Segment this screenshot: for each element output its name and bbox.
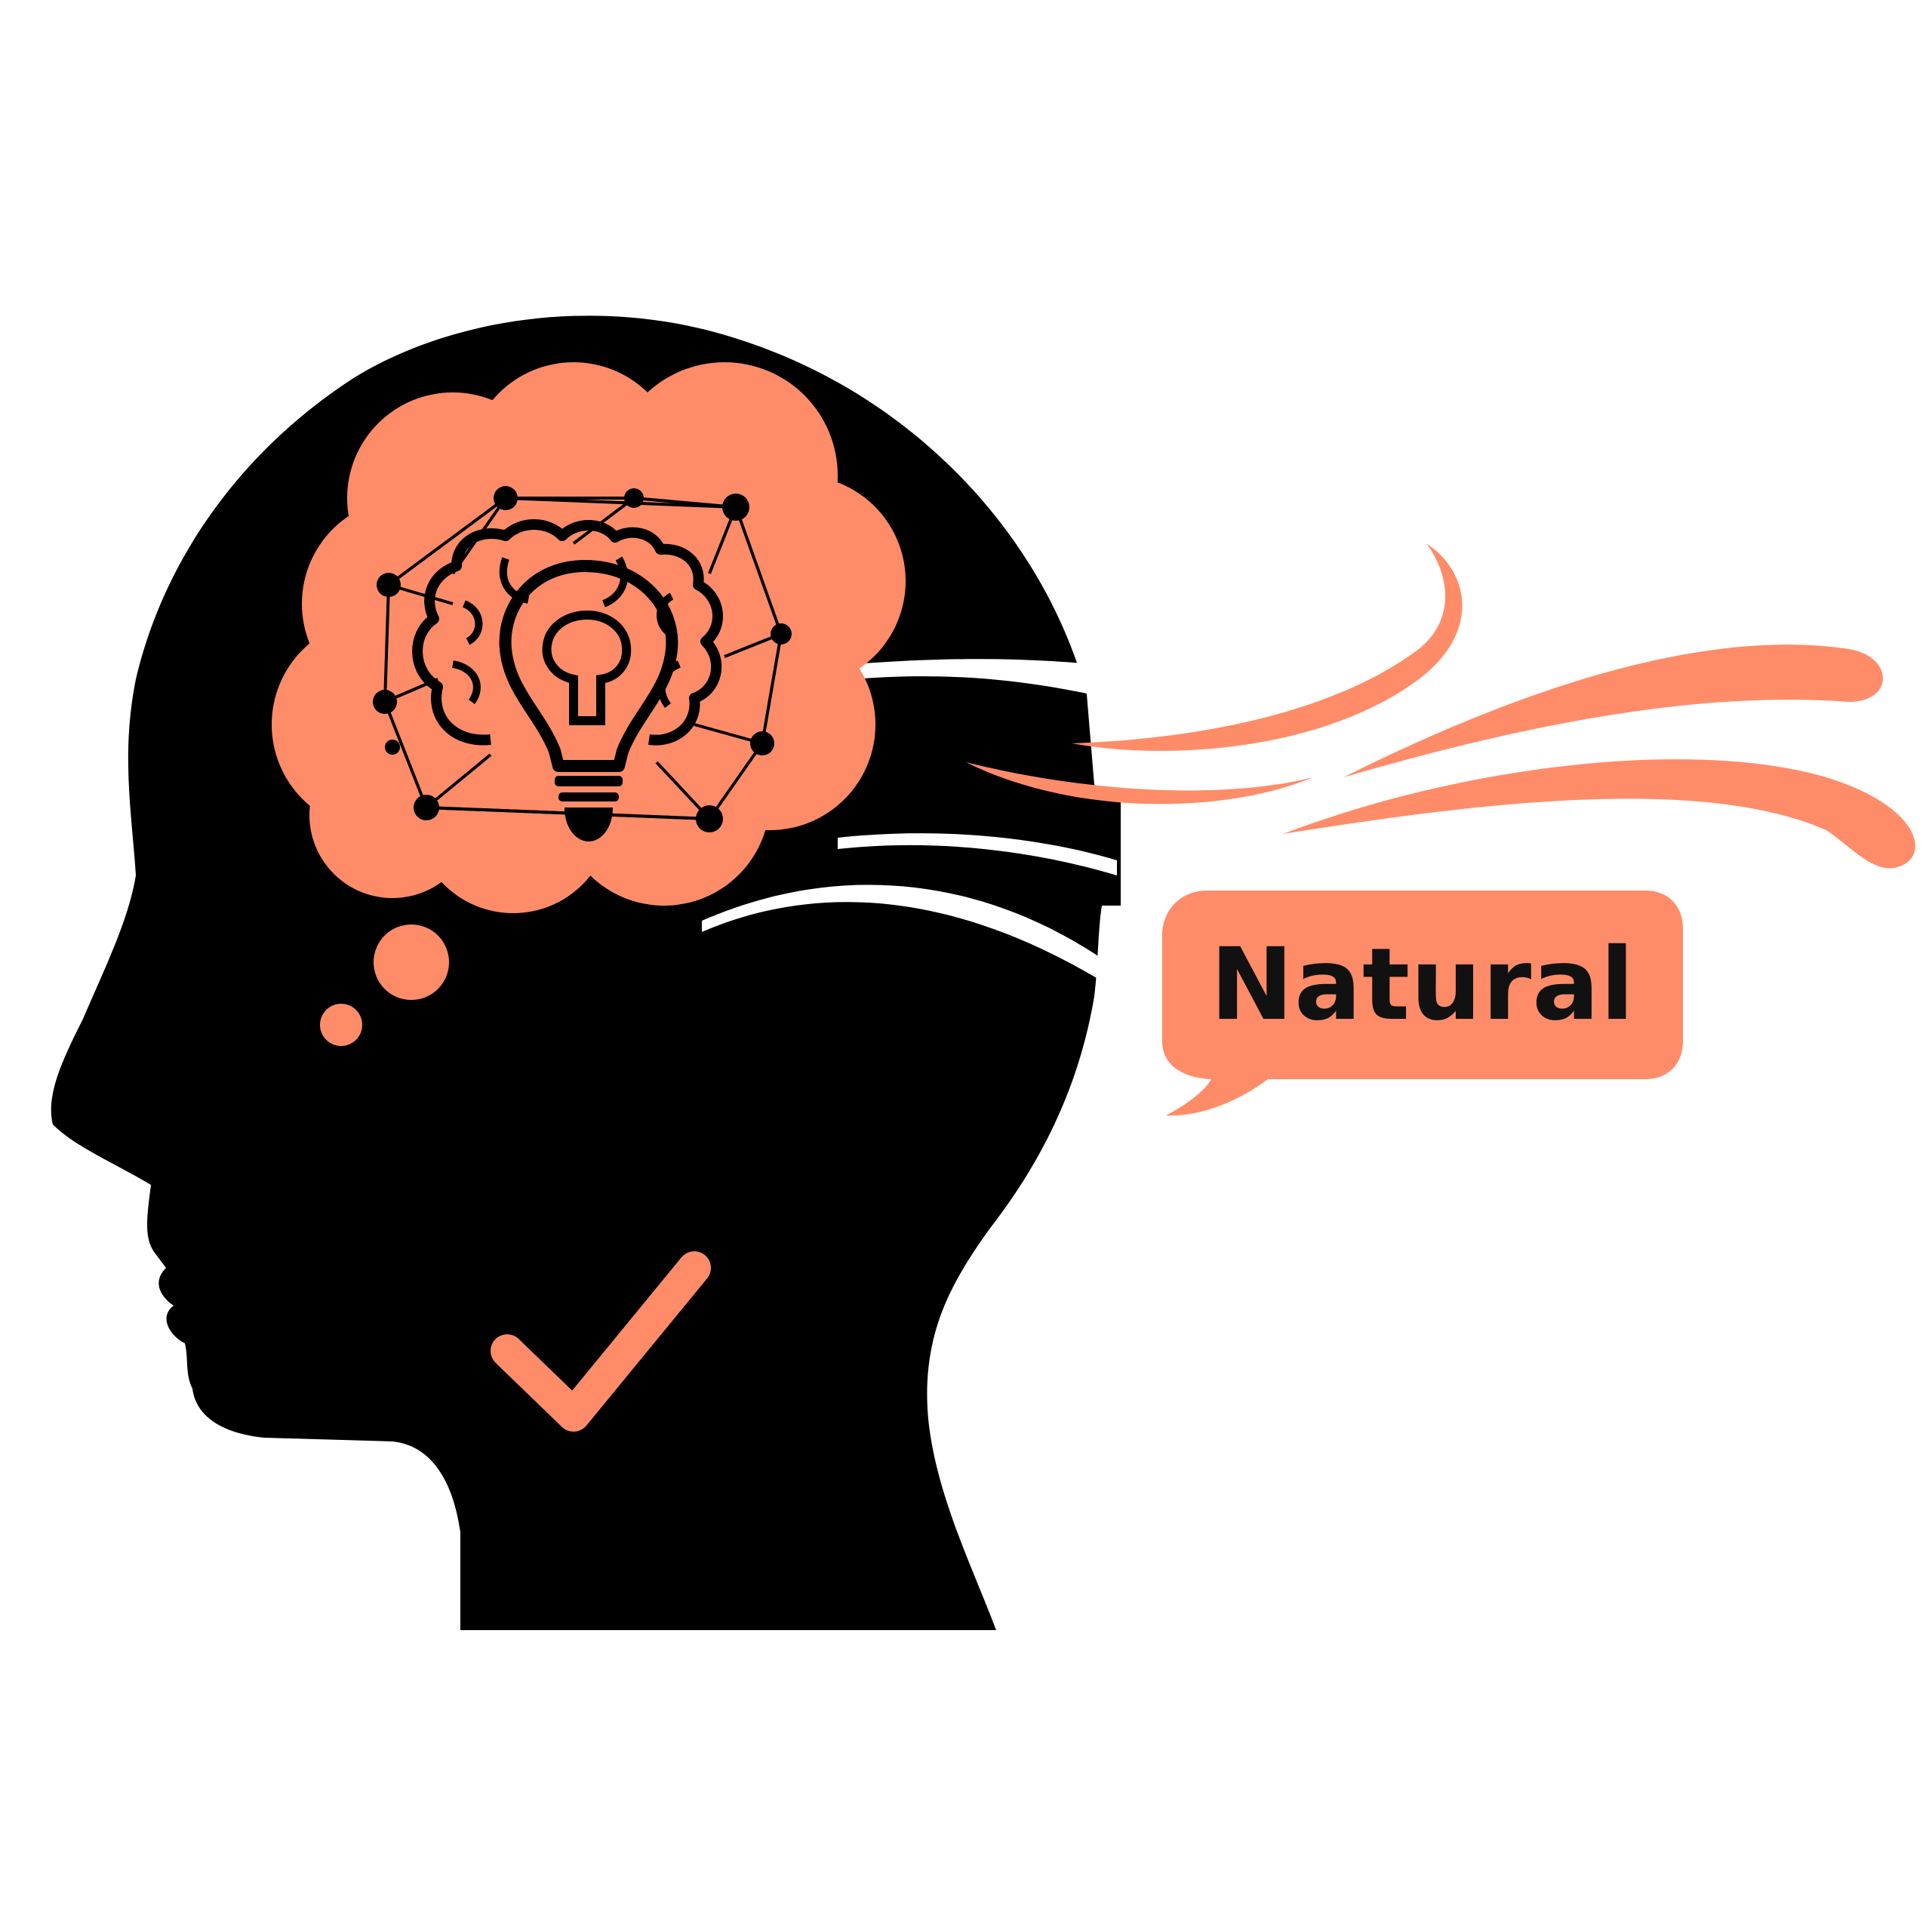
- speech-cut-upper: [853, 659, 1091, 694]
- speech-bubble-text: Natural: [1210, 927, 1635, 1043]
- lightbulb-icon: [499, 560, 678, 841]
- network-node-dots: [373, 486, 792, 832]
- speech-cut-lower: [702, 884, 1102, 981]
- speech-cut-mid: [838, 833, 1117, 875]
- speech-wave-icon: [966, 543, 1915, 869]
- speech-bubble: [1162, 891, 1683, 1116]
- checkmark-icon: [491, 1251, 711, 1432]
- thought-cloud: [272, 362, 906, 1046]
- brain-icon: [412, 519, 723, 746]
